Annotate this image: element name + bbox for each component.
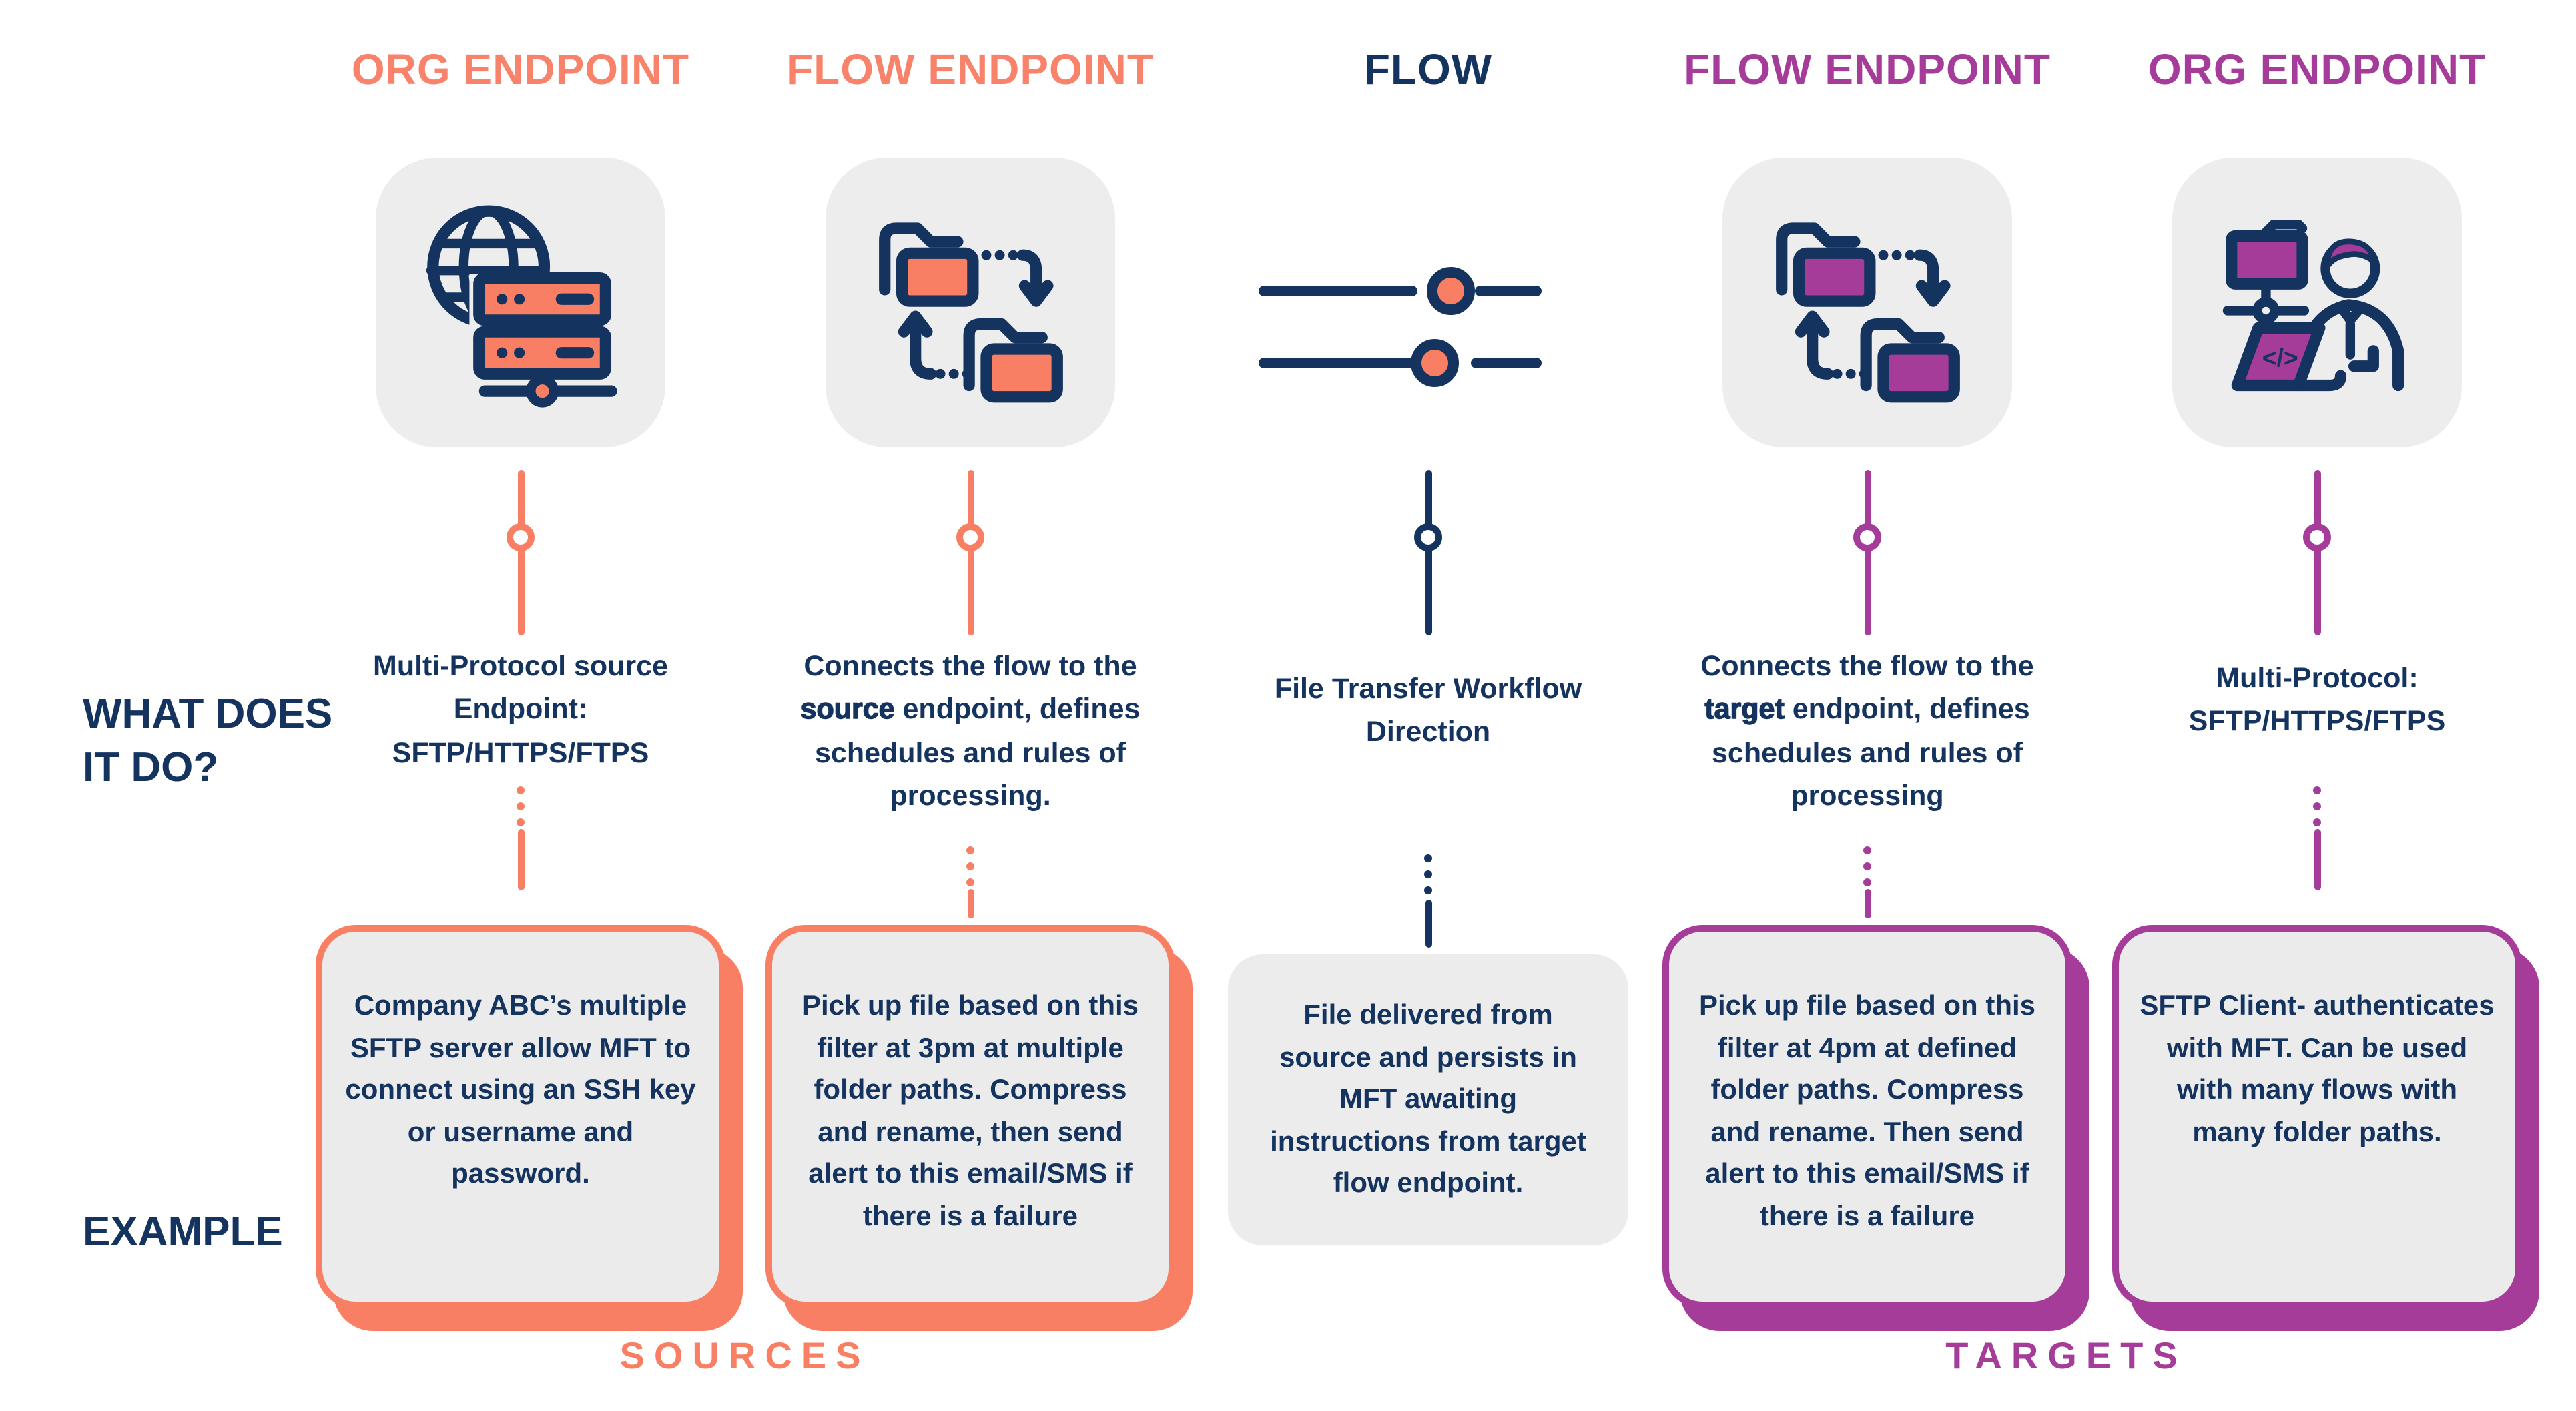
- what-it-does-text: File Transfer Workflow Direction: [1201, 667, 1655, 754]
- column-org-endpoint-target: ORG ENDPOINT </> Multi-Protoco: [2090, 0, 2544, 1411]
- example-text: Pick up file based on this filter at 4pm…: [1698, 991, 2036, 1231]
- icon-card: [1722, 158, 2012, 447]
- desc-text: Connects the flow to the target endpoint…: [1700, 650, 2034, 812]
- example-box: Pick up file based on this filter at 4pm…: [1662, 925, 2072, 1308]
- example-text: Pick up file based on this filter at 3pm…: [801, 991, 1139, 1231]
- column-header: FLOW: [1363, 45, 1493, 93]
- connector-line: [517, 829, 524, 890]
- example-text: File delivered from source and persists …: [1270, 1000, 1586, 1199]
- connector-node: [1414, 523, 1442, 551]
- column-header: FLOW ENDPOINT: [787, 45, 1154, 93]
- desc-line: Multi-Protocol source: [373, 650, 668, 682]
- column-flow-endpoint-target: FLOW ENDPOINT Connects the flow to the t…: [1640, 0, 2094, 1411]
- what-it-does-text: Connects the flow to the target endpoint…: [1640, 645, 2094, 817]
- example-box: Pick up file based on this filter at 3pm…: [765, 925, 1175, 1308]
- row-label-line: IT DO?: [83, 744, 219, 791]
- column-header: ORG ENDPOINT: [2148, 45, 2487, 93]
- row-label-example: EXAMPLE: [83, 1205, 283, 1259]
- connector-node: [1853, 523, 1881, 551]
- svg-text:</>: </>: [2262, 343, 2298, 371]
- desc-text: Connects the flow to the source endpoint…: [800, 650, 1141, 812]
- column-header: ORG ENDPOINT: [351, 45, 690, 93]
- desc-line: SFTP/HTTPS/FTPS: [2188, 705, 2446, 738]
- row-label-line: WHAT DOES: [83, 690, 333, 737]
- column-header: FLOW ENDPOINT: [1684, 45, 2051, 93]
- what-it-does-text: Multi-Protocol: SFTP/HTTPS/FTPS: [2090, 657, 2544, 743]
- dotted-connector: [966, 846, 974, 886]
- connector-node: [2303, 523, 2331, 551]
- developer-workstation-icon: </>: [2222, 219, 2404, 391]
- connector-node: [507, 523, 535, 551]
- connector-line: [967, 889, 974, 918]
- desc-line: File Transfer Workflow: [1274, 673, 1582, 705]
- example-box: File delivered from source and persists …: [1228, 954, 1628, 1245]
- connector-line: [967, 470, 974, 635]
- row-label-line: EXAMPLE: [83, 1208, 283, 1255]
- connector-line: [1425, 900, 1431, 948]
- icon-card: </>: [2172, 158, 2462, 447]
- dotted-connector: [1863, 846, 1871, 886]
- example-box: SFTP Client- authenticates with MFT. Can…: [2112, 925, 2522, 1308]
- dotted-connector: [517, 786, 525, 826]
- globe-servers-icon: [425, 204, 617, 407]
- connector-line: [1864, 470, 1871, 635]
- column-org-endpoint-source: ORG ENDPOINT: [294, 0, 747, 1411]
- connector-line: [2314, 829, 2320, 890]
- example-text: Company ABC’s multiple SFTP server allow…: [345, 991, 696, 1189]
- icon-card: [826, 158, 1115, 447]
- group-label-targets: TARGETS: [1945, 1335, 2187, 1376]
- connector-node: [956, 523, 984, 551]
- keyword-source: source: [800, 693, 895, 726]
- row-label-what-does-it-do: WHAT DOES IT DO?: [83, 687, 332, 795]
- connector-line: [1864, 889, 1871, 918]
- folder-sync-icon: [878, 222, 1062, 402]
- sliders-icon: [1259, 267, 1542, 387]
- dotted-connector: [1424, 854, 1432, 894]
- icon-card: [376, 158, 665, 447]
- example-text: SFTP Client- authenticates with MFT. Can…: [2140, 991, 2495, 1147]
- what-it-does-text: Connects the flow to the source endpoint…: [743, 645, 1197, 817]
- folder-sync-icon: [1775, 222, 1959, 402]
- desc-line: Endpoint:: [453, 693, 588, 726]
- connector-line: [1425, 470, 1431, 635]
- column-flow-endpoint-source: FLOW ENDPOINT Connects the flow to the s…: [743, 0, 1197, 1411]
- desc-line: Direction: [1365, 716, 1491, 748]
- connector-line: [2314, 470, 2320, 635]
- column-flow: FLOW File Transfer Workflow Direction Fi…: [1201, 0, 1655, 1411]
- connector-line: [517, 470, 524, 635]
- example-box: Company ABC’s multiple SFTP server allow…: [316, 925, 725, 1308]
- desc-line: Multi-Protocol:: [2216, 662, 2419, 694]
- keyword-target: target: [1704, 693, 1785, 726]
- desc-line: SFTP/HTTPS/FTPS: [392, 736, 649, 768]
- dotted-connector: [2313, 786, 2321, 826]
- group-label-sources: SOURCES: [619, 1335, 870, 1376]
- what-it-does-text: Multi-Protocol source Endpoint: SFTP/HTT…: [294, 645, 747, 774]
